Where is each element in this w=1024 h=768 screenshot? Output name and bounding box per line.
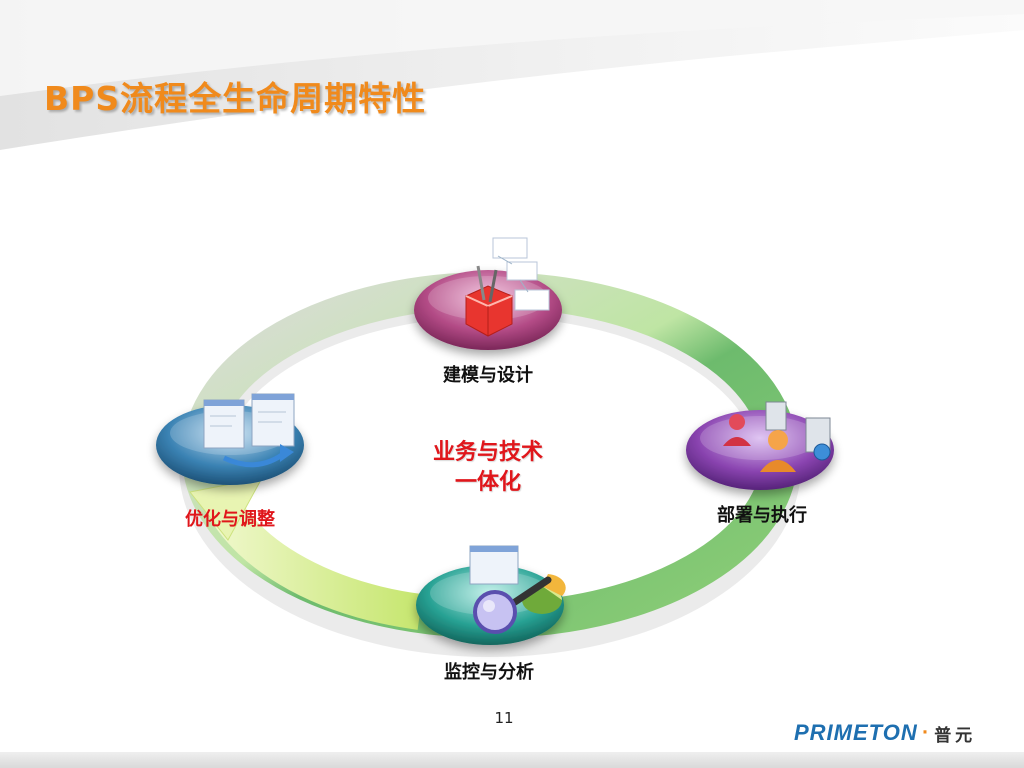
node-deploy	[686, 410, 834, 490]
cycle-arrow-head	[189, 477, 263, 541]
toolbox-icon	[465, 237, 550, 337]
logo-cn: 普元	[934, 725, 977, 746]
node-label-modeling: 建模与设计	[443, 365, 533, 386]
page-number: 11	[494, 709, 514, 727]
magnifier-chart-icon	[469, 545, 566, 634]
users-servers-icon	[723, 401, 831, 472]
center-label-line1: 业务与技术	[432, 440, 544, 465]
primeton-logo: PRIMETON · 普元	[794, 718, 976, 748]
node-label-monitor: 监控与分析	[444, 662, 534, 683]
windows-refresh-icon	[203, 393, 295, 468]
node-label-optimize: 优化与调整	[185, 509, 275, 530]
center-label-line2: 一体化	[454, 470, 522, 495]
slide-title: BPS流程全生命周期特性	[44, 79, 427, 118]
logo-dot: ·	[921, 723, 929, 743]
logo-text: PRIMETON	[794, 720, 918, 745]
center-label: 业务与技术 一体化	[433, 438, 543, 498]
node-label-deploy: 部署与执行	[717, 505, 807, 526]
